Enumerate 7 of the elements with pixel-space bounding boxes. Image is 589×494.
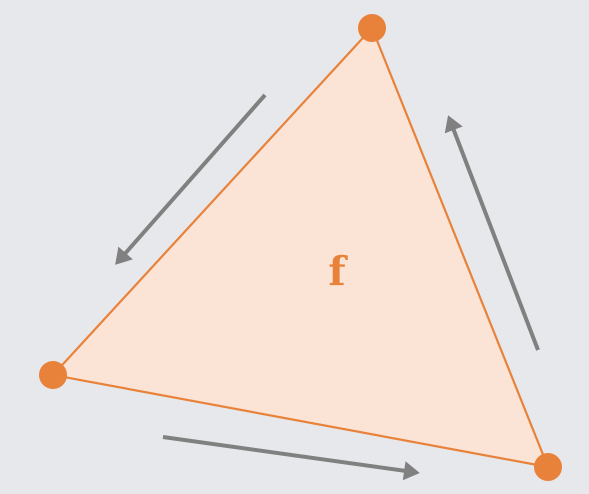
- face-triangle: f: [53, 28, 548, 467]
- vertex-dot: [358, 14, 386, 42]
- triangle-side: [64, 376, 536, 466]
- vertex-dot: [39, 360, 67, 389]
- triangle-side: [60, 36, 365, 367]
- vertex-dot: [534, 452, 562, 481]
- triangle-side: [376, 38, 544, 456]
